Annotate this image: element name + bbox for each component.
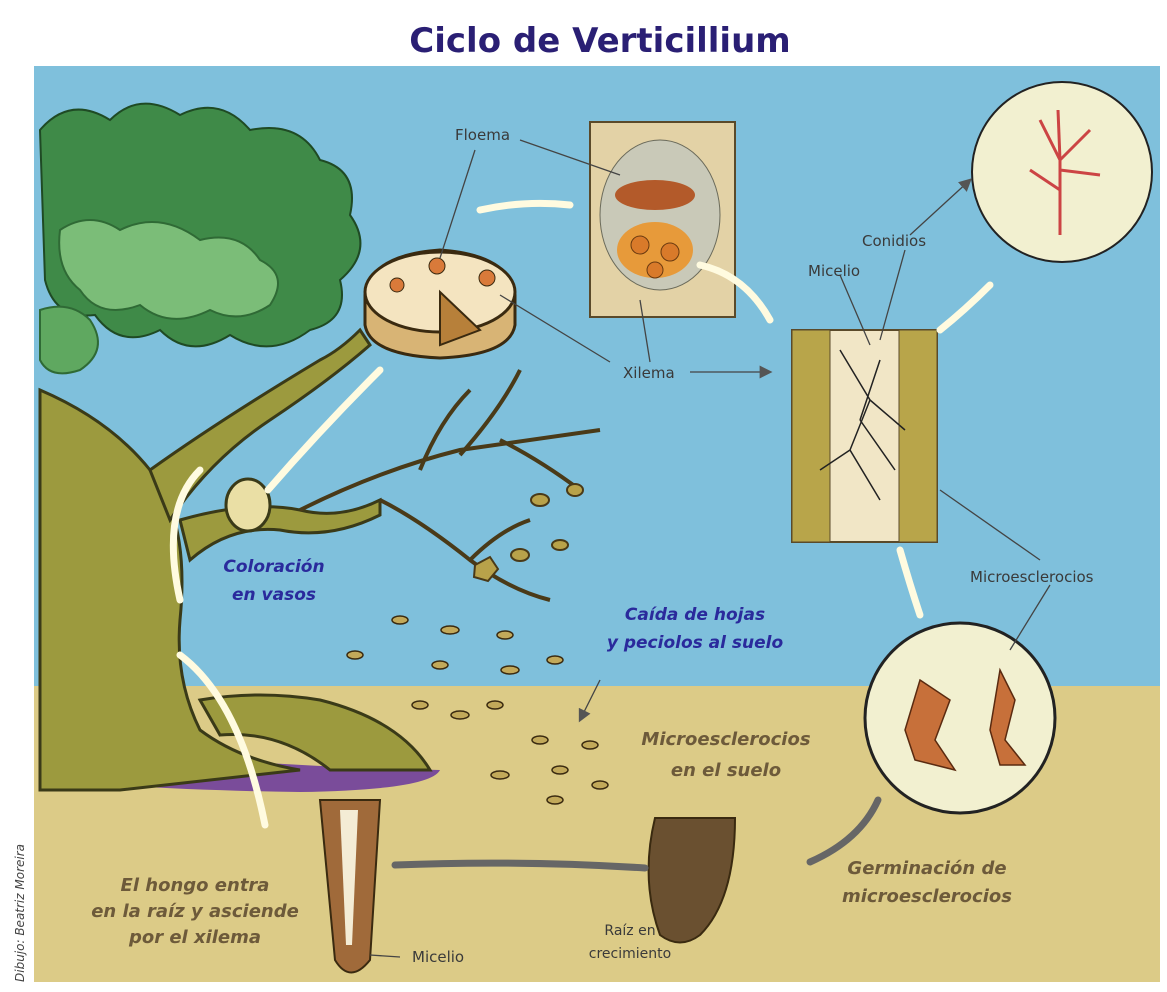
label-microesclerocios: Microesclerocios (970, 568, 1094, 586)
label-xilema: Xilema (623, 364, 675, 382)
label-micelio-bottom: Micelio (412, 948, 464, 966)
conidia-circle (972, 82, 1152, 262)
caption-germinacion-line2: microesclerocios (842, 886, 1012, 907)
stem-cross-section (365, 250, 515, 358)
caption-suelo-line2: en el suelo (671, 760, 781, 781)
caption-coloracion-line1: Coloración (223, 557, 324, 577)
label-raiz-line2: crecimiento (589, 946, 671, 962)
xylem-vessel-panel (792, 330, 937, 542)
label-raiz-line1: Raíz en (604, 923, 655, 939)
label-floema: Floema (455, 126, 510, 144)
label-conidios: Conidios (862, 232, 926, 250)
caption-caida-line2: y peciolos al suelo (607, 633, 784, 653)
cut-branch (226, 479, 270, 531)
diagram-title: Ciclo de Verticillium (409, 21, 790, 61)
caption-hongo-line2: en la raíz y asciende (91, 901, 299, 922)
caption-caida-line1: Caída de hojas (625, 605, 765, 625)
label-micelio-top: Micelio (808, 262, 860, 280)
caption-suelo-line1: Microesclerocios (641, 729, 810, 750)
artist-credit: Dibujo: Beatriz Moreira (13, 844, 27, 982)
caption-hongo-line3: por el xilema (128, 927, 261, 948)
caption-coloracion-line2: en vasos (232, 585, 316, 605)
caption-hongo-line1: El hongo entra (121, 875, 270, 896)
microsclerotia-circle (865, 623, 1055, 813)
vascular-tissue-panel (590, 122, 735, 317)
caption-germinacion-line1: Germinación de (847, 858, 1006, 879)
